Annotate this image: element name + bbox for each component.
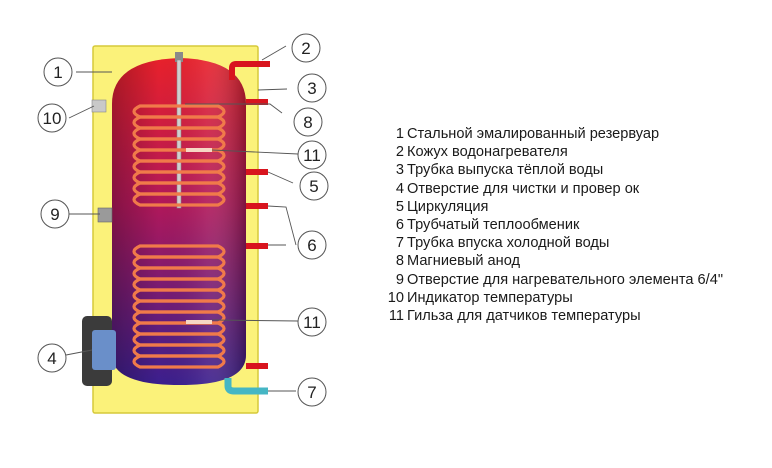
lower-heat-exchanger-coil <box>132 244 226 369</box>
callout-circle <box>43 57 73 87</box>
callout-number: 3 <box>307 79 316 98</box>
coil-port-lower-inlet <box>246 243 268 249</box>
callout-circle <box>291 33 321 63</box>
hot-water-outlet-pipe <box>229 61 270 80</box>
callout-circle <box>297 140 327 170</box>
callout-circle <box>297 230 327 260</box>
callout-circle <box>293 107 323 137</box>
pipe-port-upper <box>246 99 268 105</box>
anode-rod <box>175 52 183 209</box>
callout-number: 2 <box>301 39 310 58</box>
callout-number: 6 <box>307 236 316 255</box>
callout-number: 11 <box>303 313 321 332</box>
callout-number: 7 <box>307 383 316 402</box>
callout-number: 10 <box>43 109 62 128</box>
coil-port-upper-outlet <box>246 203 268 209</box>
heating-element-port <box>97 207 113 223</box>
coil-turn <box>132 354 226 369</box>
coil-port-bottom <box>246 363 268 369</box>
callout-number: 5 <box>309 177 318 196</box>
callout-circle <box>297 307 327 337</box>
callout-number: 8 <box>303 113 312 132</box>
callout-number: 1 <box>53 63 62 82</box>
sensor-sleeve-upper <box>186 148 212 152</box>
callout-circle <box>297 377 327 407</box>
callout-circle <box>37 343 67 373</box>
callout-circle <box>297 73 327 103</box>
callout-circle <box>299 171 329 201</box>
callout-circle <box>40 199 70 229</box>
callout-circle <box>37 103 67 133</box>
callout-number: 4 <box>47 349 56 368</box>
sensor-sleeve-lower <box>186 320 212 324</box>
coil-turn <box>132 192 226 207</box>
upper-heat-exchanger-coil <box>132 104 226 207</box>
circulation-pipe <box>246 169 268 175</box>
callout-labels: 1 2 3 4 5 6 7 8 9 10 11 11 <box>37 33 329 407</box>
inspection-port <box>82 316 116 386</box>
cold-water-inlet-pipe <box>224 378 268 395</box>
thermometer-port <box>91 99 107 113</box>
callout-number: 9 <box>50 205 59 224</box>
callout-number: 11 <box>303 146 321 165</box>
